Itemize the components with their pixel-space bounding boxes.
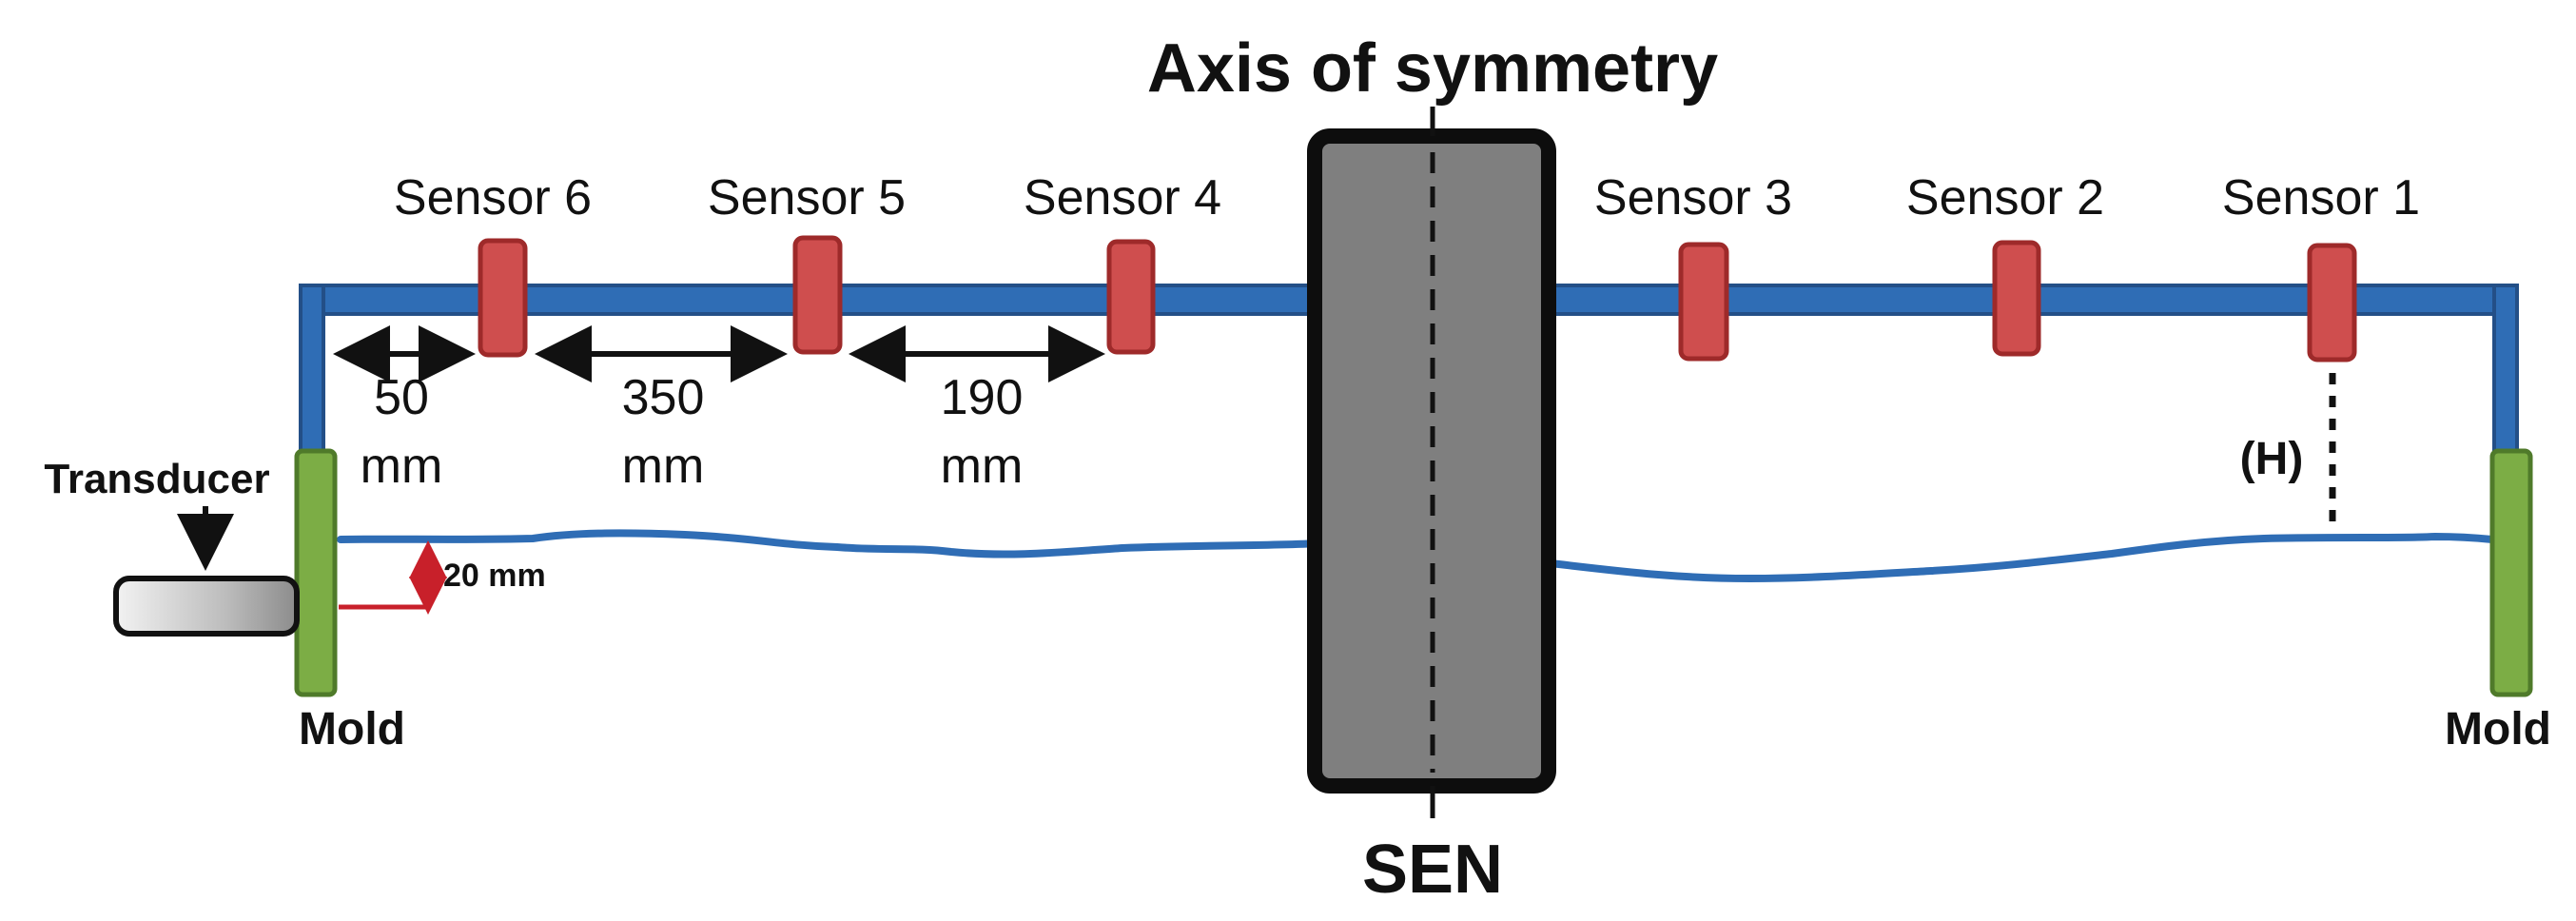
sensor-5	[792, 235, 843, 355]
transducer	[113, 576, 300, 637]
mold-right	[2489, 448, 2533, 697]
distance-50-unit: mm	[361, 439, 443, 494]
sensor-6	[478, 238, 528, 358]
sensor-4-label: Sensor 4	[1024, 170, 1221, 225]
frame-left-leg	[299, 284, 325, 457]
sensor-5-label: Sensor 5	[708, 170, 906, 225]
distance-350-value: 350	[622, 370, 705, 425]
distance-190-unit: mm	[941, 439, 1024, 494]
mold-left	[294, 448, 338, 697]
sensor-6-label: Sensor 6	[394, 170, 592, 225]
axis-of-symmetry-title: Axis of symmetry	[1147, 30, 1718, 107]
sensor-2	[1992, 240, 2041, 357]
offset-20mm-label: 20 mm	[443, 558, 546, 594]
distance-350-unit: mm	[622, 439, 705, 494]
sensor-2-label: Sensor 2	[1906, 170, 2104, 225]
height-label: (H)	[2240, 434, 2304, 484]
mold-left-label: Mold	[299, 704, 405, 754]
sensor-3-label: Sensor 3	[1594, 170, 1792, 225]
sensors	[478, 235, 2357, 363]
frame-right-leg	[2492, 284, 2519, 457]
sen-label: SEN	[1362, 832, 1503, 908]
metal-surface-line	[337, 529, 2496, 583]
distance-50-value: 50	[374, 370, 429, 425]
sensor-4	[1106, 239, 1156, 355]
sensor-3	[1678, 242, 1729, 362]
distance-190-value: 190	[941, 370, 1024, 425]
sensor-1-label: Sensor 1	[2222, 170, 2420, 225]
transducer-label: Transducer	[44, 456, 269, 502]
sensor-1	[2307, 243, 2357, 363]
mold-right-label: Mold	[2445, 704, 2551, 754]
